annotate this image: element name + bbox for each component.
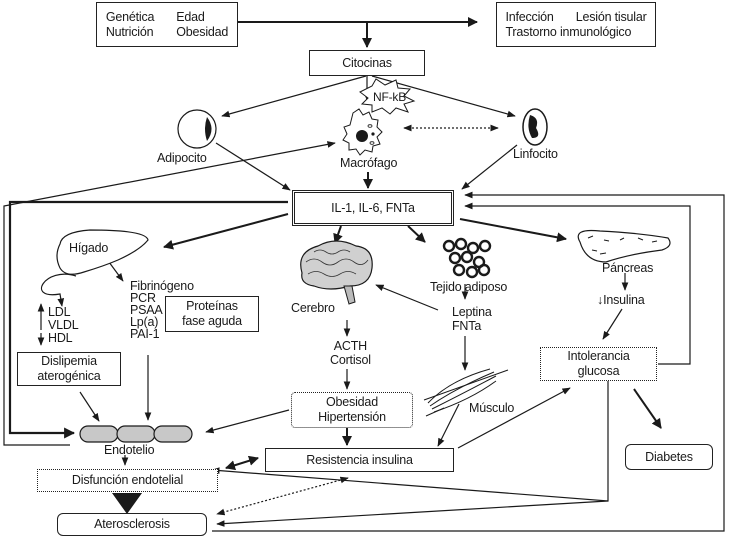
arrow-intolerancia-aterosclerosis [216, 500, 609, 527]
macrofago-label: Macrófago [340, 156, 398, 170]
hipertension-line: Hipertensión [318, 410, 386, 424]
risk-lesion: Lesión tisular [575, 9, 647, 24]
linfocito-label: Linfocito [513, 147, 558, 161]
cortisol: Cortisol [330, 353, 371, 367]
arrow-resistencia-intolerancia [457, 387, 571, 449]
risk-genetica: Genética [105, 9, 155, 24]
dislipemia-box: Dislipemia aterogénica [17, 352, 121, 386]
tejido-adiposo-icon [442, 237, 492, 279]
linfocito-icon [522, 108, 548, 146]
leptina: Leptina [452, 305, 492, 319]
line-endotelio-macrofago [3, 141, 336, 446]
nfkb-burst [359, 78, 416, 115]
arrow-il-higado [163, 213, 289, 250]
ldl: LDL [48, 305, 71, 319]
leptina-fnta: Leptina FNTa [452, 305, 492, 333]
macrofago-icon [342, 108, 383, 156]
arrow-insulina-intolerancia [602, 308, 623, 340]
interleukins-box: IL-1, IL-6, FNTa [292, 190, 454, 226]
arrow-adipocito-il [215, 142, 291, 191]
musculo-label: Músculo [469, 401, 515, 415]
arrow-dislipemia-endotelio [79, 391, 100, 422]
intolerancia-glucosa-box: Intolerancia glucosa [540, 347, 657, 381]
line-aterosclerosis-il [212, 191, 725, 532]
acth-cortisol: ACTH Cortisol [330, 339, 371, 367]
line-il-endotelio [8, 200, 288, 439]
risk-infeccion: Infección [505, 9, 554, 24]
hdl: HDL [48, 331, 73, 345]
cerebro-label: Cerebro [291, 301, 335, 315]
pancreas-label: Páncreas [602, 261, 654, 275]
citocinas-box: Citocinas [309, 50, 425, 76]
tejido-adiposo-label: Tejido adiposo [430, 280, 508, 294]
proteinas-line2: fase aguda [182, 314, 242, 328]
fnta: FNTa [452, 319, 482, 333]
arrow-linfocito-il [461, 144, 518, 190]
obesidad-line: Obesidad [326, 395, 378, 409]
psaa: PSAA [130, 303, 163, 317]
arrow-intolerancia-diabetes [633, 388, 662, 429]
arrow-musculo-resistencia [437, 403, 460, 447]
line-intolerancia-il [464, 202, 691, 365]
aterosclerosis-box: Aterosclerosis [57, 513, 207, 536]
arrow-obesidad-endotelio [205, 409, 290, 434]
acth: ACTH [333, 339, 367, 353]
musculo-icon [423, 368, 509, 417]
endotelio-icon [79, 425, 193, 443]
higado-icon [56, 229, 149, 275]
adipocito-label: Adipocito [157, 151, 207, 165]
pcr: PCR [130, 291, 156, 305]
arrow-disfuncion-aterosclerosis [112, 493, 142, 514]
arrow-il-pancreas [459, 218, 567, 243]
arrow-higado-lipids [40, 273, 77, 307]
pancreas-icon [577, 229, 671, 263]
intolerancia-line2: glucosa [577, 364, 620, 378]
proteinas-fase-aguda-box: Proteínas fase aguda [165, 296, 259, 332]
risk-nutricion: Nutrición [105, 24, 154, 39]
higado-label: Hígado [69, 241, 109, 255]
obesidad-hipertension-box: Obesidad Hipertensión [291, 392, 413, 428]
disfuncion-endotelial-box: Disfunción endotelial [37, 469, 218, 492]
arrow-resistencia-aterosclerosis [216, 476, 349, 516]
arrow-leptina-cerebro [375, 284, 439, 311]
arrow-il-cerebro [333, 225, 343, 244]
fibrinogeno: Fibrinógeno [130, 279, 194, 293]
lpa: Lp(a) [130, 315, 159, 329]
arrow-il-tejido [407, 225, 426, 243]
risk-edad: Edad [176, 9, 205, 24]
pai1: PAI-1 [130, 327, 160, 341]
adipocito-icon [177, 109, 217, 149]
arrow-citocinas-adipocito [221, 75, 367, 118]
arrow-resistencia-disfuncion [225, 455, 259, 471]
acute-phase-list: Fibrinógeno PCR PSAA Lp(a) PAI-1 [130, 279, 194, 341]
insulina-text: Insulina [603, 293, 645, 307]
vldl: VLDL [48, 318, 79, 332]
resistencia-insulina-box: Resistencia insulina [265, 448, 454, 472]
insulina-label: ↓Insulina [597, 293, 645, 307]
insulina-down-arrow-icon: ↓ [597, 293, 604, 307]
dislipemia-line1: Dislipemia [41, 354, 97, 368]
intolerancia-line1: Intolerancia [567, 349, 630, 363]
proteinas-line1: Proteínas [186, 299, 238, 313]
cerebro-icon [300, 240, 373, 305]
risk-obesidad: Obesidad [176, 24, 229, 39]
lipids-list: LDL VLDL HDL [48, 305, 79, 345]
risk-factors-left-box: Genética Edad Nutrición Obesidad [96, 2, 238, 47]
diabetes-box: Diabetes [625, 444, 713, 470]
risk-trastorno: Trastorno inmunológico [505, 24, 632, 39]
nfkb-label: NF-kB [373, 90, 406, 104]
dislipemia-line2: aterogénica [37, 369, 101, 383]
endotelio-label: Endotelio [104, 443, 155, 457]
risk-factors-right-box: Infección Lesión tisular Trastorno inmun… [496, 2, 656, 47]
